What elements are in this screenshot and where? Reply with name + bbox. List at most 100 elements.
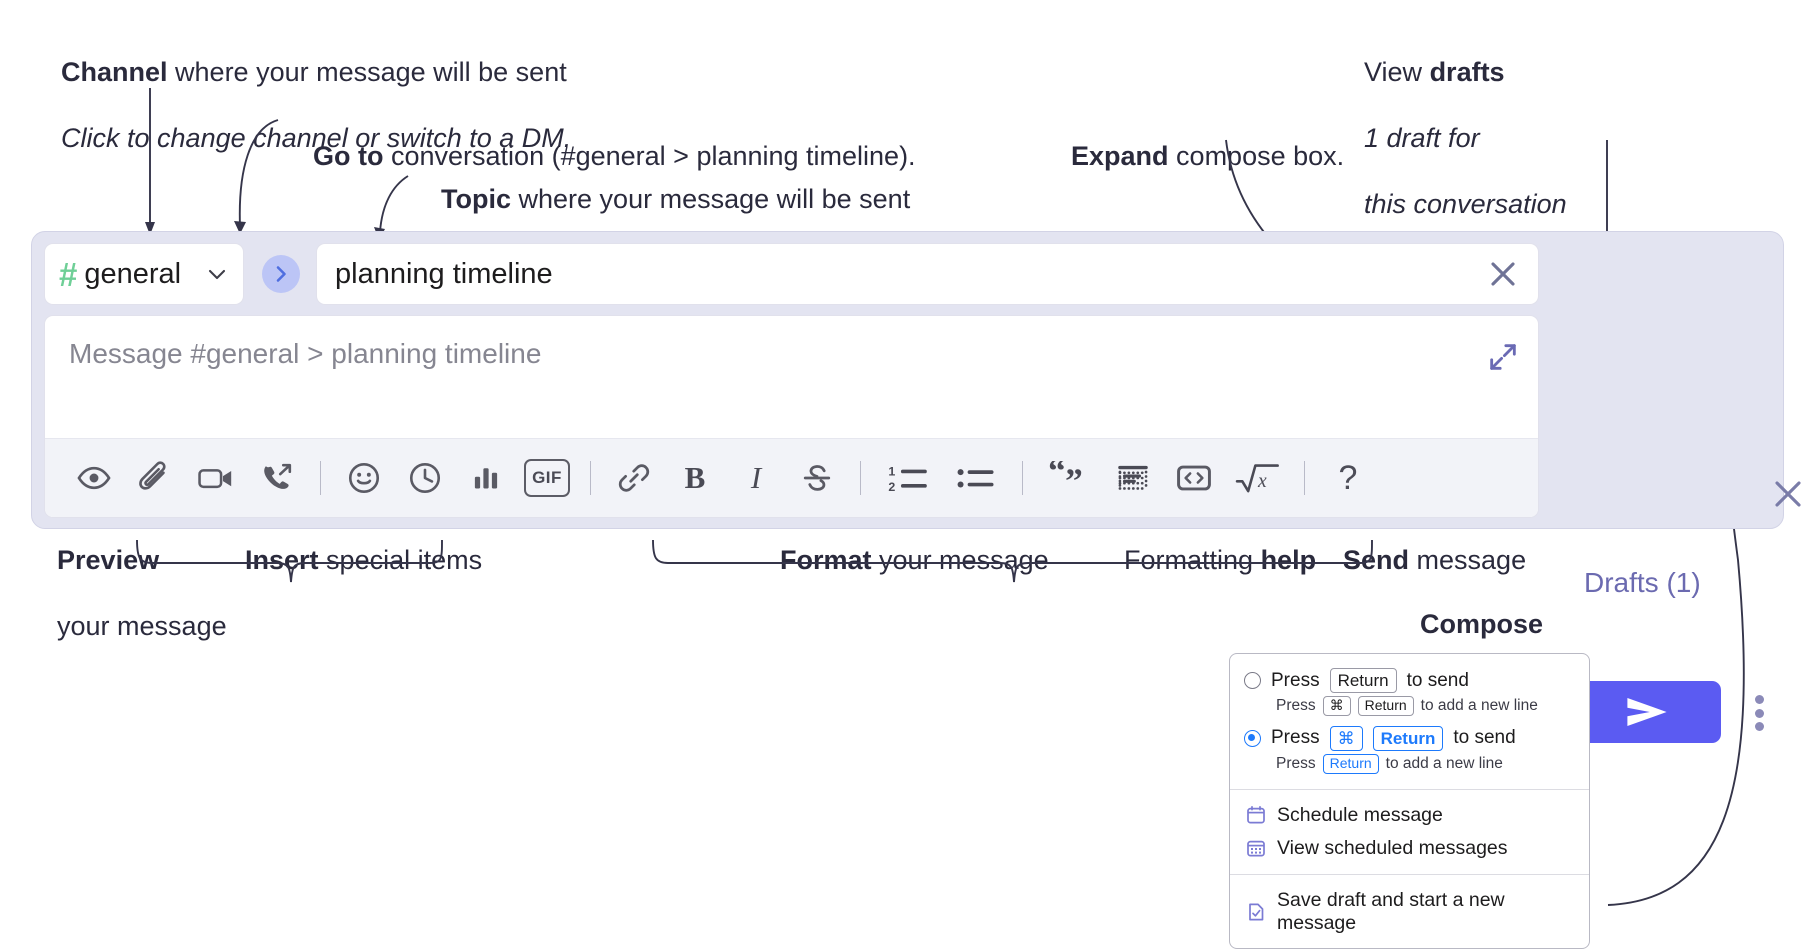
- option1-sub-post: to add a new line: [1420, 697, 1538, 714]
- formatting-help-icon[interactable]: ?: [1325, 455, 1371, 501]
- inline-code-icon[interactable]: [1171, 455, 1217, 501]
- code-block-icon[interactable]: [1110, 455, 1156, 501]
- topic-value: planning timeline: [335, 257, 553, 290]
- save-draft-icon: [1246, 902, 1266, 922]
- calendar-grid-icon: [1246, 838, 1266, 858]
- bold-icon[interactable]: B: [684, 460, 706, 495]
- menu-item-view-scheduled-messages[interactable]: View scheduled messages: [1230, 832, 1589, 865]
- compose-header-row: # general planning timeline: [44, 243, 1539, 305]
- annotation-format-bold: Format: [780, 544, 872, 575]
- annotation-expand-rest: compose box.: [1168, 140, 1345, 171]
- menu-item-label: View scheduled messages: [1277, 836, 1508, 859]
- send-option-return[interactable]: Press Return to send: [1230, 664, 1589, 694]
- close-icon[interactable]: [1771, 477, 1805, 511]
- compose-options-menu: Press Return to send Press ⌘ Return to a…: [1229, 653, 1590, 949]
- send-button[interactable]: [1573, 681, 1721, 743]
- annotation-send: Send message: [1313, 511, 1526, 610]
- key-return: Return: [1329, 668, 1397, 694]
- attachment-icon[interactable]: [132, 455, 178, 501]
- drafts-link[interactable]: Drafts (1): [1584, 567, 1701, 598]
- annotation-expand-bold: Expand: [1071, 140, 1169, 171]
- link-icon[interactable]: [611, 455, 657, 501]
- hash-icon: #: [59, 255, 77, 293]
- blockquote-icon[interactable]: “”: [1043, 455, 1095, 501]
- message-input[interactable]: Message #general > planning timeline: [45, 316, 1538, 438]
- chevron-right-icon: [276, 266, 286, 282]
- calendar-icon: [1246, 805, 1266, 825]
- svg-text:1: 1: [888, 464, 895, 478]
- menu-item-schedule-message[interactable]: Schedule message: [1230, 799, 1589, 832]
- bulleted-list-icon[interactable]: [950, 455, 1002, 501]
- annotation-topic-bold: Topic: [441, 183, 512, 214]
- svg-text:“: “: [1048, 461, 1066, 490]
- key-cmd: ⌘: [1322, 696, 1351, 716]
- menu-item-save-draft[interactable]: Save draft and start a new message: [1230, 884, 1589, 940]
- video-icon[interactable]: [193, 455, 239, 501]
- emoji-icon[interactable]: [341, 455, 387, 501]
- option2-sub-pre: Press: [1276, 754, 1316, 772]
- annotation-insert: Insert special items: [215, 511, 482, 610]
- key-cmd-2: ⌘: [1329, 725, 1363, 751]
- arrowhead-channel: [145, 222, 155, 235]
- annotation-goto: Go to conversation (#general > planning …: [283, 107, 916, 206]
- annotation-insert-rest: special items: [318, 544, 483, 575]
- clear-topic-icon[interactable]: [1486, 257, 1520, 291]
- chevron-down-icon: [205, 262, 229, 286]
- annotation-help-lead: Formatting: [1124, 544, 1261, 575]
- svg-text:2: 2: [888, 480, 895, 494]
- kebab-dot-3: [1754, 722, 1764, 731]
- option2-pre: Press: [1271, 727, 1320, 749]
- key-return-2: Return: [1357, 696, 1414, 716]
- annotation-channel-rest: where your message will be sent: [167, 56, 567, 87]
- toolbar-divider-2: [590, 461, 591, 495]
- channel-selector[interactable]: # general: [44, 243, 244, 305]
- svg-text:”: ”: [1065, 461, 1083, 495]
- annotation-channel-italic: Click to change channel or switch to a D…: [61, 122, 572, 153]
- annotation-help: Formatting help: [1094, 511, 1316, 610]
- annotation-preview-line2: your message: [57, 610, 227, 641]
- annotation-topic: Topic where your message will be sent: [411, 150, 910, 249]
- strikethrough-icon[interactable]: [794, 455, 840, 501]
- annotation-format: Format your message: [750, 511, 1049, 610]
- menu-item-label: Schedule message: [1277, 803, 1443, 826]
- expand-icon[interactable]: [1486, 340, 1520, 374]
- huddle-icon[interactable]: [254, 455, 300, 501]
- annotation-drafts: View drafts 1 draft for this conversatio…: [1334, 23, 1567, 254]
- kebab-dot-2: [1754, 708, 1764, 718]
- annotation-send-bold: Send: [1343, 544, 1410, 575]
- toolbar-divider-3: [860, 461, 861, 495]
- clock-icon[interactable]: [402, 455, 448, 501]
- math-icon[interactable]: x: [1232, 455, 1284, 501]
- option1-pre: Press: [1271, 669, 1320, 691]
- key-return-3: Return: [1372, 725, 1444, 751]
- annotation-channel-bold: Channel: [61, 56, 168, 87]
- poll-icon[interactable]: [463, 455, 509, 501]
- gif-icon[interactable]: GIF: [524, 455, 570, 501]
- goto-conversation-button[interactable]: [262, 255, 300, 293]
- send-option-return-sub: Press ⌘ Return to add a new line: [1230, 693, 1589, 722]
- menu-item-label: Save draft and start a new message: [1277, 888, 1505, 934]
- topic-field[interactable]: planning timeline: [316, 243, 1539, 305]
- annotation-topic-rest: where your message will be sent: [511, 183, 911, 214]
- annotation-drafts-italic-2: this conversation: [1364, 188, 1567, 219]
- compose-inner: # general planning timeline: [44, 243, 1539, 518]
- key-return-4: Return: [1322, 754, 1379, 774]
- menu-divider-2: [1230, 873, 1589, 875]
- option1-sub-pre: Press: [1276, 697, 1316, 714]
- compose-options-button[interactable]: [1742, 692, 1776, 734]
- send-option-cmd-return[interactable]: Press ⌘ Return to send: [1230, 722, 1589, 751]
- annotation-drafts-italic-1: 1 draft for: [1364, 122, 1480, 153]
- gif-label: GIF: [524, 459, 570, 497]
- option1-post: to send: [1406, 669, 1469, 691]
- arrowhead-goto: [234, 221, 246, 234]
- annotation-send-rest: message: [1409, 544, 1527, 575]
- radio-return[interactable]: [1244, 672, 1261, 690]
- preview-icon[interactable]: [71, 455, 117, 501]
- send-icon: [1627, 698, 1667, 726]
- radio-cmd-return[interactable]: [1244, 729, 1261, 747]
- italic-icon[interactable]: I: [750, 460, 762, 495]
- menu-divider-1: [1230, 788, 1589, 790]
- toolbar-divider: [320, 461, 321, 495]
